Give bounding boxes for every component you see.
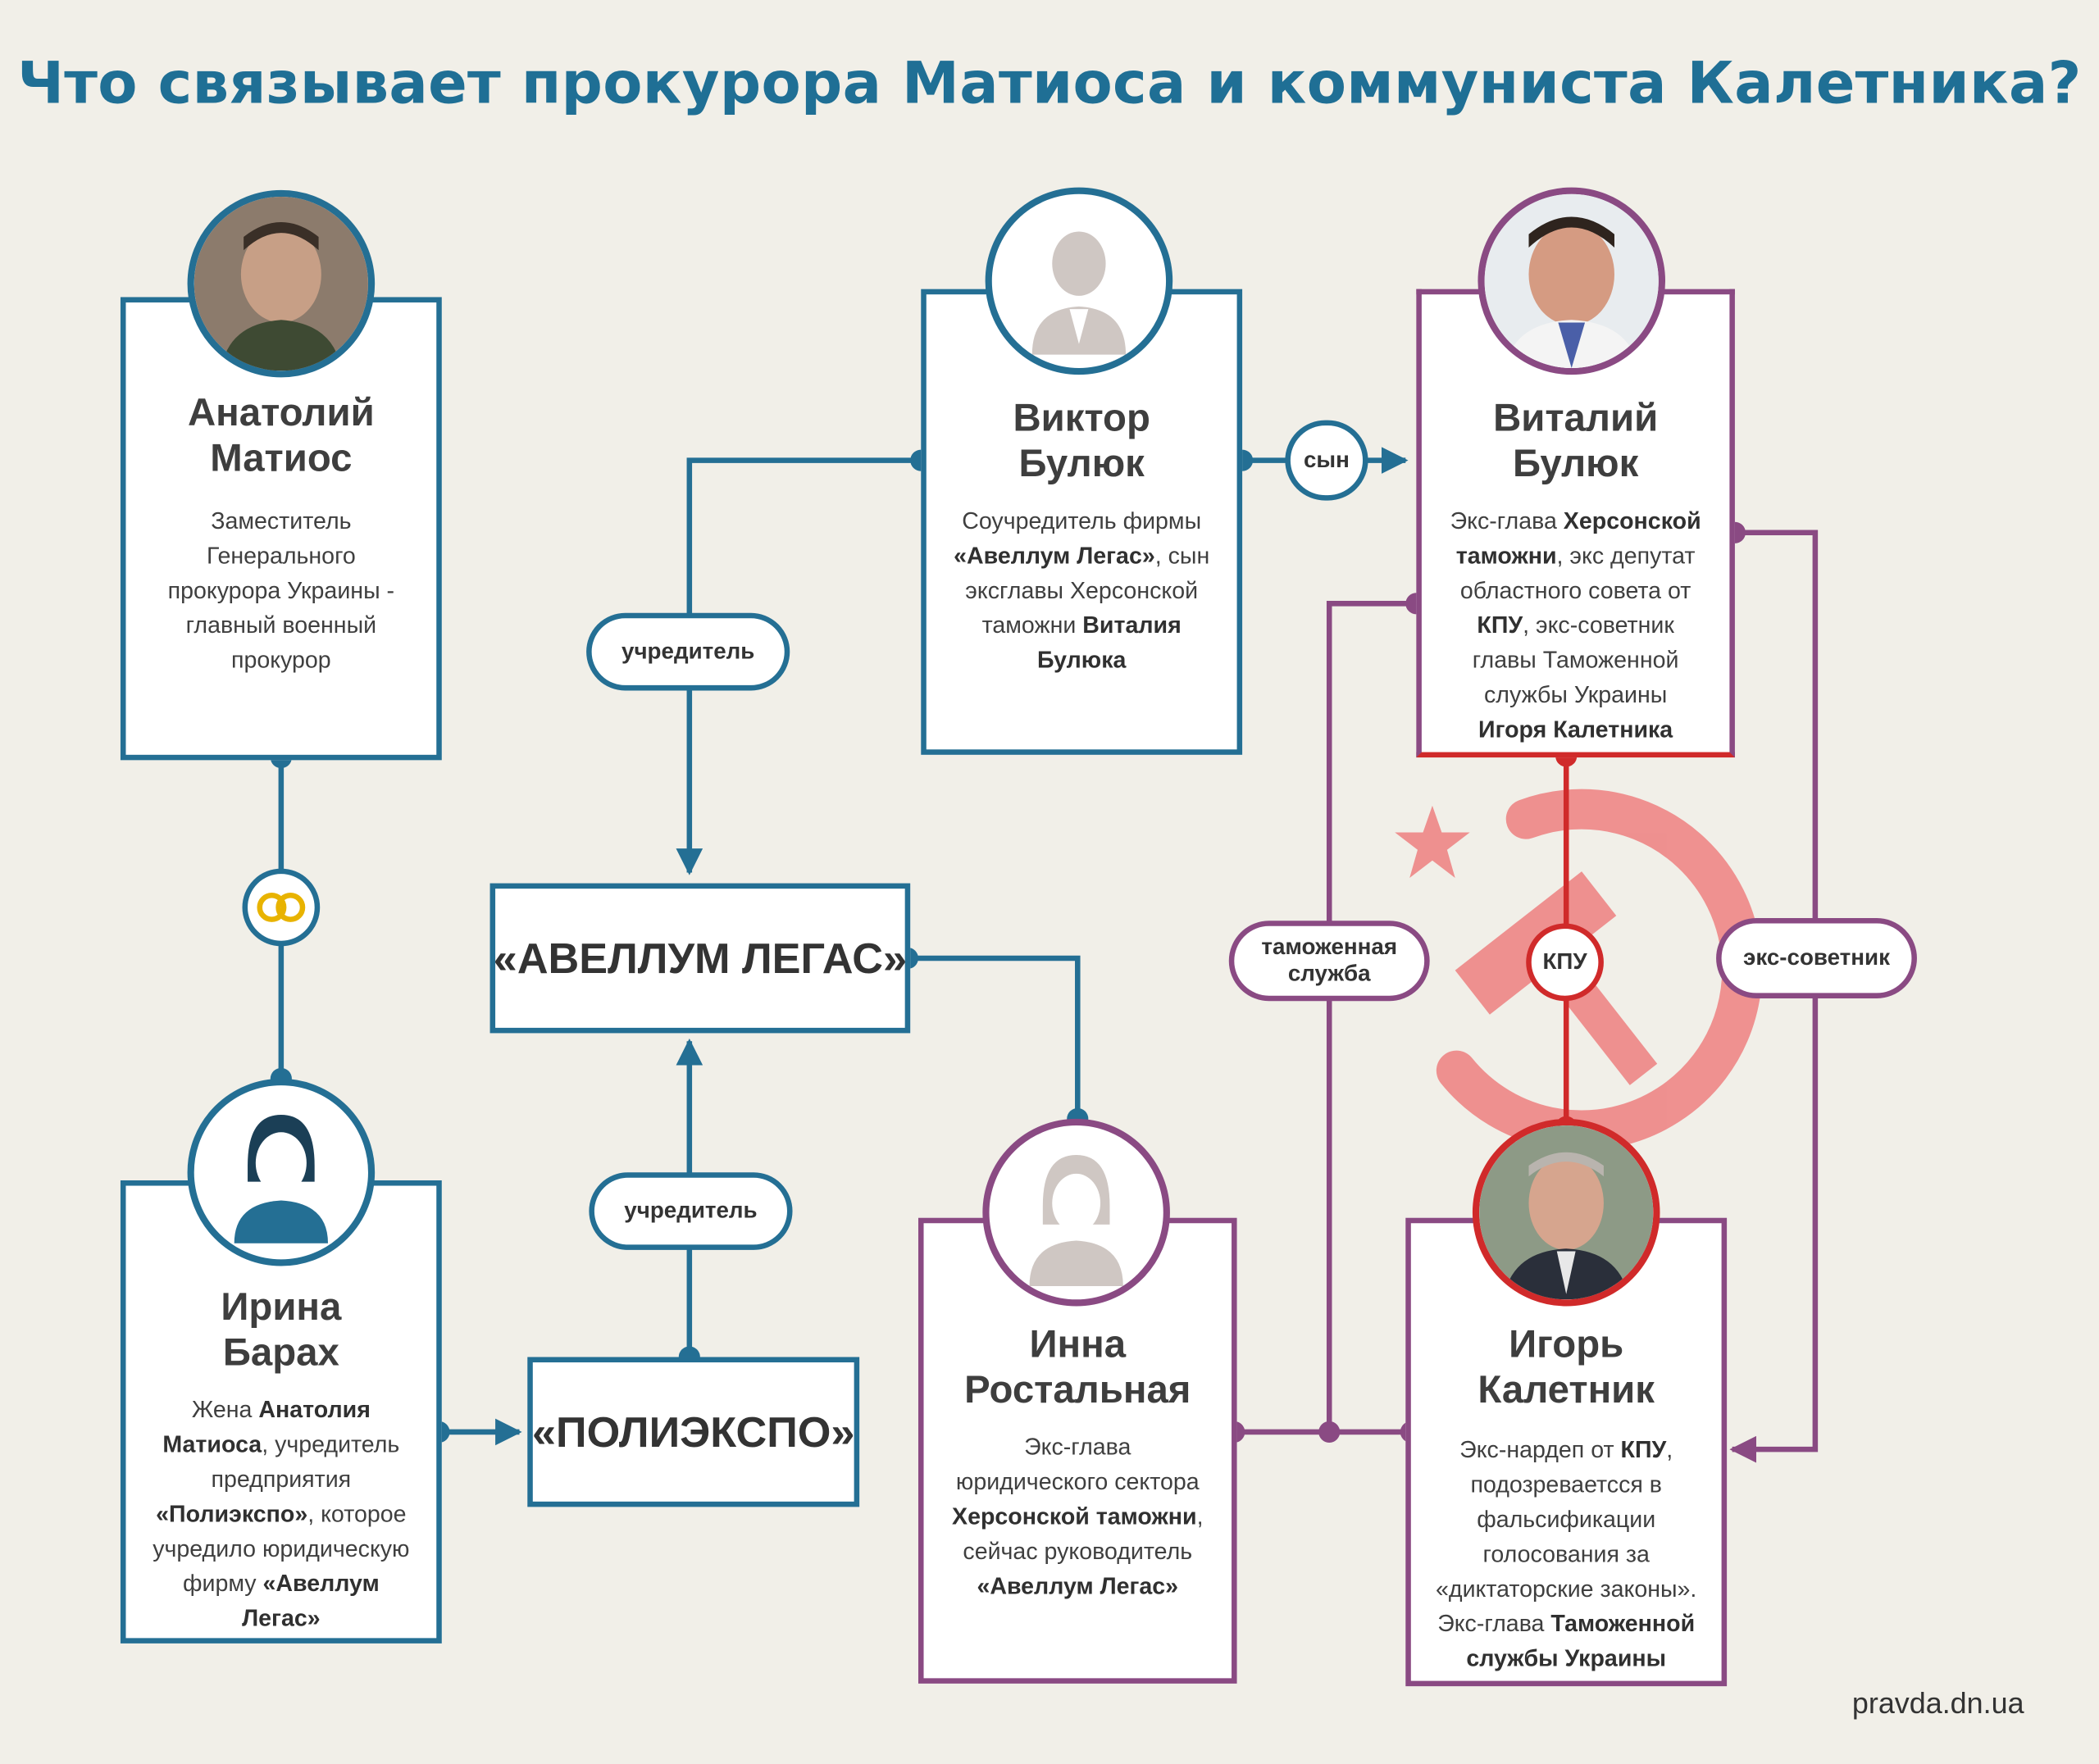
bold-text: Анатолия Матиоса	[162, 1395, 371, 1457]
man-photo-icon	[1479, 1125, 1654, 1300]
bold-text: Виталия Булюка	[1036, 611, 1182, 674]
bold-text: «Авеллум Легас»	[242, 1570, 380, 1632]
person-description: Соучредитель фирмы «Авеллум Легас», сын …	[954, 507, 1210, 674]
person-name: Инна Ростальная	[964, 1323, 1191, 1412]
person-name: Ирина Барах	[221, 1285, 342, 1375]
man-photo-icon	[1484, 193, 1659, 368]
wedding-rings-icon	[242, 868, 321, 947]
man-photo-icon	[194, 196, 368, 371]
person-name: Анатолий Матиос	[187, 392, 375, 481]
igor-photo	[1472, 1118, 1660, 1307]
woman-silhouette-icon	[234, 1115, 328, 1243]
card-igor: Игорь Калетник Экс-нардеп от КПУ, подозр…	[1405, 1217, 1728, 1687]
bold-text: Таможенной службы Украины	[1466, 1610, 1696, 1672]
woman-silhouette-icon	[1029, 1154, 1123, 1286]
source-credit: pravda.dn.ua	[1851, 1686, 2024, 1720]
viktor-avatar	[985, 187, 1173, 375]
page-title: Что связывает прокурора Матиоса и коммун…	[17, 51, 2082, 118]
bold-text: Игоря Калетника	[1478, 716, 1673, 743]
org-avellum-legas: «АВЕЛЛУМ ЛЕГАС»	[489, 883, 911, 1034]
person-description: Жена Анатолия Матиоса, учредитель предпр…	[153, 1395, 410, 1632]
matios-photo	[187, 189, 376, 378]
person-description: Заместитель Генерального прокурора Украи…	[167, 507, 395, 674]
bold-text: КПУ	[1620, 1435, 1667, 1463]
person-name: Виктор Булюк	[1013, 397, 1150, 486]
bold-text: КПУ	[1477, 611, 1523, 639]
person-description: Экс-нардеп от КПУ, подозреваетсся в фаль…	[1436, 1435, 1697, 1672]
label-kpu: КПУ	[1526, 923, 1604, 1002]
bold-text: «Авеллум Легас»	[954, 542, 1155, 569]
label-founder-top: учредитель	[586, 612, 790, 691]
org-polyexpo: «ПОЛИЭКСПО»	[527, 1357, 860, 1507]
label-son: сын	[1285, 420, 1368, 501]
label-customs-service: таможенная служба	[1228, 921, 1430, 1002]
person-name: Игорь Калетник	[1477, 1323, 1655, 1412]
bold-text: «Авеллум Легас»	[977, 1572, 1179, 1600]
person-name: Виталий Булюк	[1493, 397, 1659, 486]
vitaliy-photo	[1477, 187, 1666, 375]
man-silhouette-icon	[1031, 231, 1127, 355]
person-description: Экс-глава юридического сектора Херсонско…	[952, 1433, 1204, 1600]
card-barakh: Ирина Барах Жена Анатолия Матиоса, учред…	[120, 1180, 442, 1644]
barakh-avatar	[187, 1078, 376, 1266]
bold-text: «Полиэкспо»	[156, 1500, 308, 1527]
person-description: Экс-глава Херсонской таможни, экс депута…	[1450, 507, 1701, 743]
bold-text: Херсонской таможни	[952, 1503, 1197, 1530]
label-ex-adviser: экс-советник	[1716, 918, 1917, 998]
label-founder-bottom: учредитель	[589, 1172, 793, 1250]
bold-text: Херсонской таможни	[1455, 507, 1701, 569]
inna-avatar	[982, 1118, 1170, 1307]
